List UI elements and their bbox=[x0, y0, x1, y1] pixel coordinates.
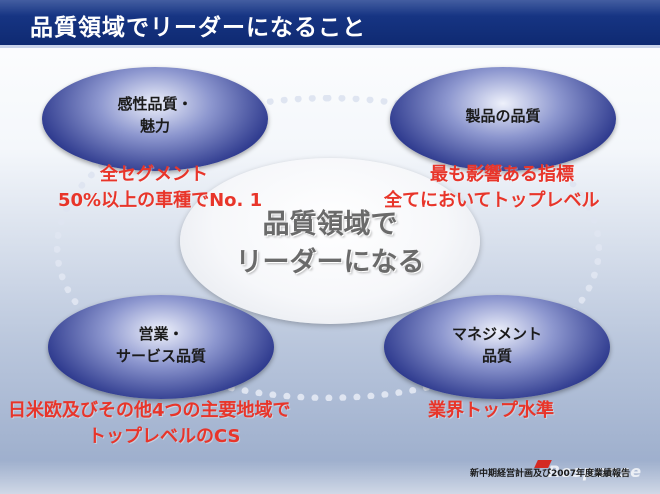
node-label: 品質 bbox=[481, 347, 512, 365]
title-shine bbox=[0, 0, 660, 16]
node-label: 魅力 bbox=[139, 117, 170, 135]
node-sales-service-quality: 営業・ サービス品質 bbox=[48, 295, 274, 399]
goal-text: 日米欧及びその他4つの主要地域で bbox=[8, 400, 291, 421]
node-label: 営業・ bbox=[138, 325, 184, 343]
node-management-quality: マネジメント 品質 bbox=[384, 295, 610, 399]
goal-text: 全セグメント bbox=[100, 164, 208, 185]
goal-text: 50%以上の車種でNo. 1 bbox=[58, 190, 263, 211]
footer-band bbox=[0, 460, 660, 494]
goal-text: トップレベルのCS bbox=[88, 426, 241, 447]
node-label: 感性品質・ bbox=[117, 95, 193, 113]
watermark-logo: Response bbox=[548, 462, 643, 481]
footer-text: 新中期経営計画及び2007年度業績報告 bbox=[470, 469, 631, 479]
center-text-line2: リーダーになる bbox=[235, 247, 425, 278]
goal-text: 最も影響ある指標 bbox=[430, 164, 574, 185]
goal-text: 業界トップ水準 bbox=[428, 400, 554, 421]
slide-title: 品質領域でリーダーになること bbox=[30, 15, 366, 41]
node-product-quality: 製品の品質 bbox=[390, 67, 616, 171]
node-label: マネジメント bbox=[451, 325, 542, 343]
node-label: サービス品質 bbox=[115, 347, 206, 365]
center-ellipse: 品質領域で リーダーになる bbox=[180, 158, 480, 324]
title-bar: 品質領域でリーダーになること bbox=[0, 0, 660, 48]
center-text-line1: 品質領域で bbox=[262, 209, 398, 240]
dotted-ring bbox=[54, 95, 602, 401]
node-sensory-quality: 感性品質・ 魅力 bbox=[42, 67, 268, 171]
goal-text: 全てにおいてトップレベル bbox=[384, 190, 600, 211]
node-label: 製品の品質 bbox=[465, 107, 541, 125]
